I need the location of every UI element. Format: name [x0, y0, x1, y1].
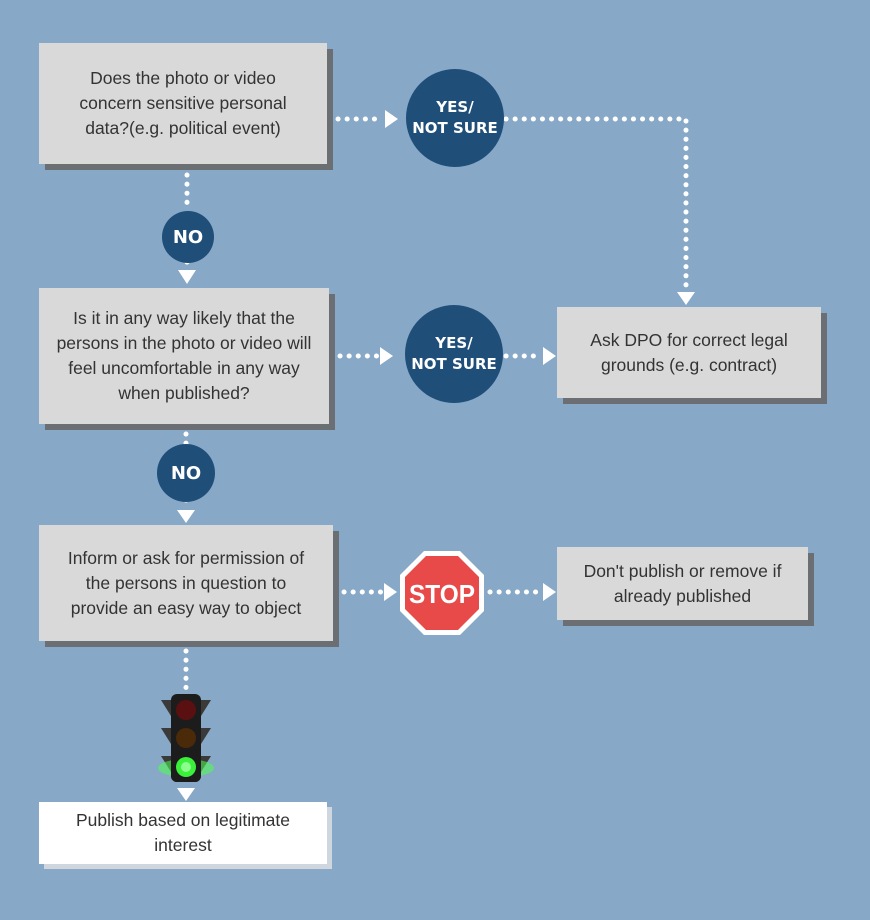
- stop-sign-label: STOP: [409, 579, 475, 609]
- arrowhead-traffic-publish: [177, 788, 195, 801]
- arrowhead-askdpo-top: [677, 292, 695, 305]
- arrowhead-no1-q2: [178, 270, 196, 284]
- badge-yes-not-sure-2: YES/ NOT SURE: [405, 305, 503, 403]
- badge-no-2: NO: [157, 444, 215, 502]
- stop-sign-icon: STOP: [400, 551, 484, 635]
- badge-no-1-label: NO: [172, 226, 204, 248]
- arrowhead-yes2-askdpo: [543, 347, 556, 365]
- badge-yes-not-sure-1: YES/ NOT SURE: [406, 69, 504, 167]
- badge-no-1: NO: [162, 211, 214, 263]
- connector-yes1-askdpo: [503, 116, 689, 295]
- badge-no-2-label: NO: [170, 462, 202, 484]
- badge-yes-not-sure-2-label: YES/ NOT SURE: [411, 334, 497, 373]
- publish-legitimate-interest: Publish based on legitimate interest: [39, 802, 327, 864]
- question-sensitive-data: Does the photo or video concern sensitiv…: [39, 43, 327, 164]
- traffic-light-icon: [158, 694, 214, 782]
- inform-ask-permission: Inform or ask for permission of the pers…: [39, 525, 333, 641]
- arrowhead-q3-stop: [384, 583, 397, 601]
- arrowhead-no2-q3: [177, 510, 195, 523]
- arrowhead-q2-yes2: [380, 347, 393, 365]
- arrowhead-q1-yes1: [385, 110, 398, 128]
- ask-dpo-legal-grounds: Ask DPO for correct legal grounds (e.g. …: [557, 307, 821, 398]
- badge-yes-not-sure-1-label: YES/ NOT SURE: [412, 98, 498, 137]
- dont-publish: Don't publish or remove if already publi…: [557, 547, 808, 620]
- arrowhead-stop-dontpublish: [543, 583, 556, 601]
- question-uncomfortable: Is it in any way likely that the persons…: [39, 288, 329, 424]
